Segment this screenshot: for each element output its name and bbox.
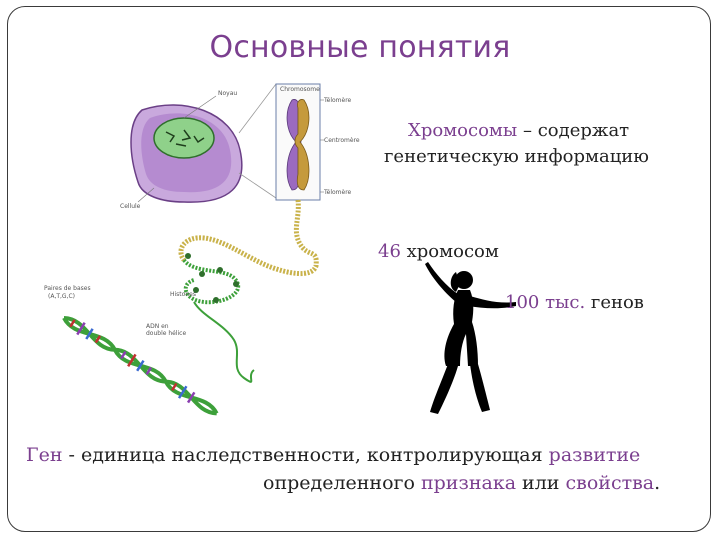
term-gene: Ген <box>26 444 63 466</box>
cell-illustration: Noyau Cellule <box>120 90 243 210</box>
definition-rest: – содержат <box>517 120 630 141</box>
word-trait: признака <box>420 472 517 494</box>
gene-definition-line2: определенного признака или свойства. <box>263 472 660 494</box>
gene-definition-line1: Ген - единица наследственности, контроли… <box>26 444 640 466</box>
label-cellule: Cellule <box>120 203 141 210</box>
label-noyau: Noyau <box>218 90 237 97</box>
gene-count-text: генов <box>585 292 644 313</box>
gene-definition-part2: определенного <box>263 472 421 494</box>
word-property: свойства <box>565 472 655 494</box>
label-adn-2: double hélice <box>146 330 186 337</box>
chromosome-definition-line1: Хромосомы – содержат <box>408 120 629 141</box>
chromosome-count: 46 хромосом <box>378 241 499 262</box>
gene-definition-part1: - единица наследственности, контролирующ… <box>62 444 549 466</box>
gene-definition-part3: или <box>516 472 566 494</box>
label-pairs-2: (A,T,G,C) <box>48 293 75 300</box>
chromosome-illustration: Chromosome Télomère Centromère Télomère <box>275 83 360 201</box>
label-centromere: Centromère <box>324 137 360 144</box>
chromosome-count-number: 46 <box>378 241 401 262</box>
genetics-illustration: Noyau Cellule Chromosome Télomère Centro… <box>44 83 360 416</box>
chromosome-definition-line2: генетическую информацию <box>384 146 649 167</box>
label-adn-1: ADN en <box>146 323 169 330</box>
word-development: развитие <box>548 444 641 466</box>
label-pairs-1: Paires de bases <box>44 285 91 292</box>
label-telomere-top: Télomère <box>323 97 352 104</box>
label-chromosome: Chromosome <box>280 86 320 93</box>
dna-helix-illustration: Paires de bases (A,T,G,C) Histones ADN e… <box>44 285 219 416</box>
person-silhouette-icon <box>425 262 516 414</box>
slide-title: Основные понятия <box>209 30 511 65</box>
term-chromosomes: Хромосомы <box>408 120 518 141</box>
gene-count-number: 100 тыс. <box>505 292 586 313</box>
slide-frame <box>7 6 711 532</box>
chromosome-count-text: хромосом <box>400 241 499 262</box>
gene-count: 100 тыс. генов <box>505 292 644 313</box>
label-histones: Histones <box>170 291 196 298</box>
label-telomere-bottom: Télomère <box>323 189 352 196</box>
gene-definition-part4: . <box>654 472 661 494</box>
